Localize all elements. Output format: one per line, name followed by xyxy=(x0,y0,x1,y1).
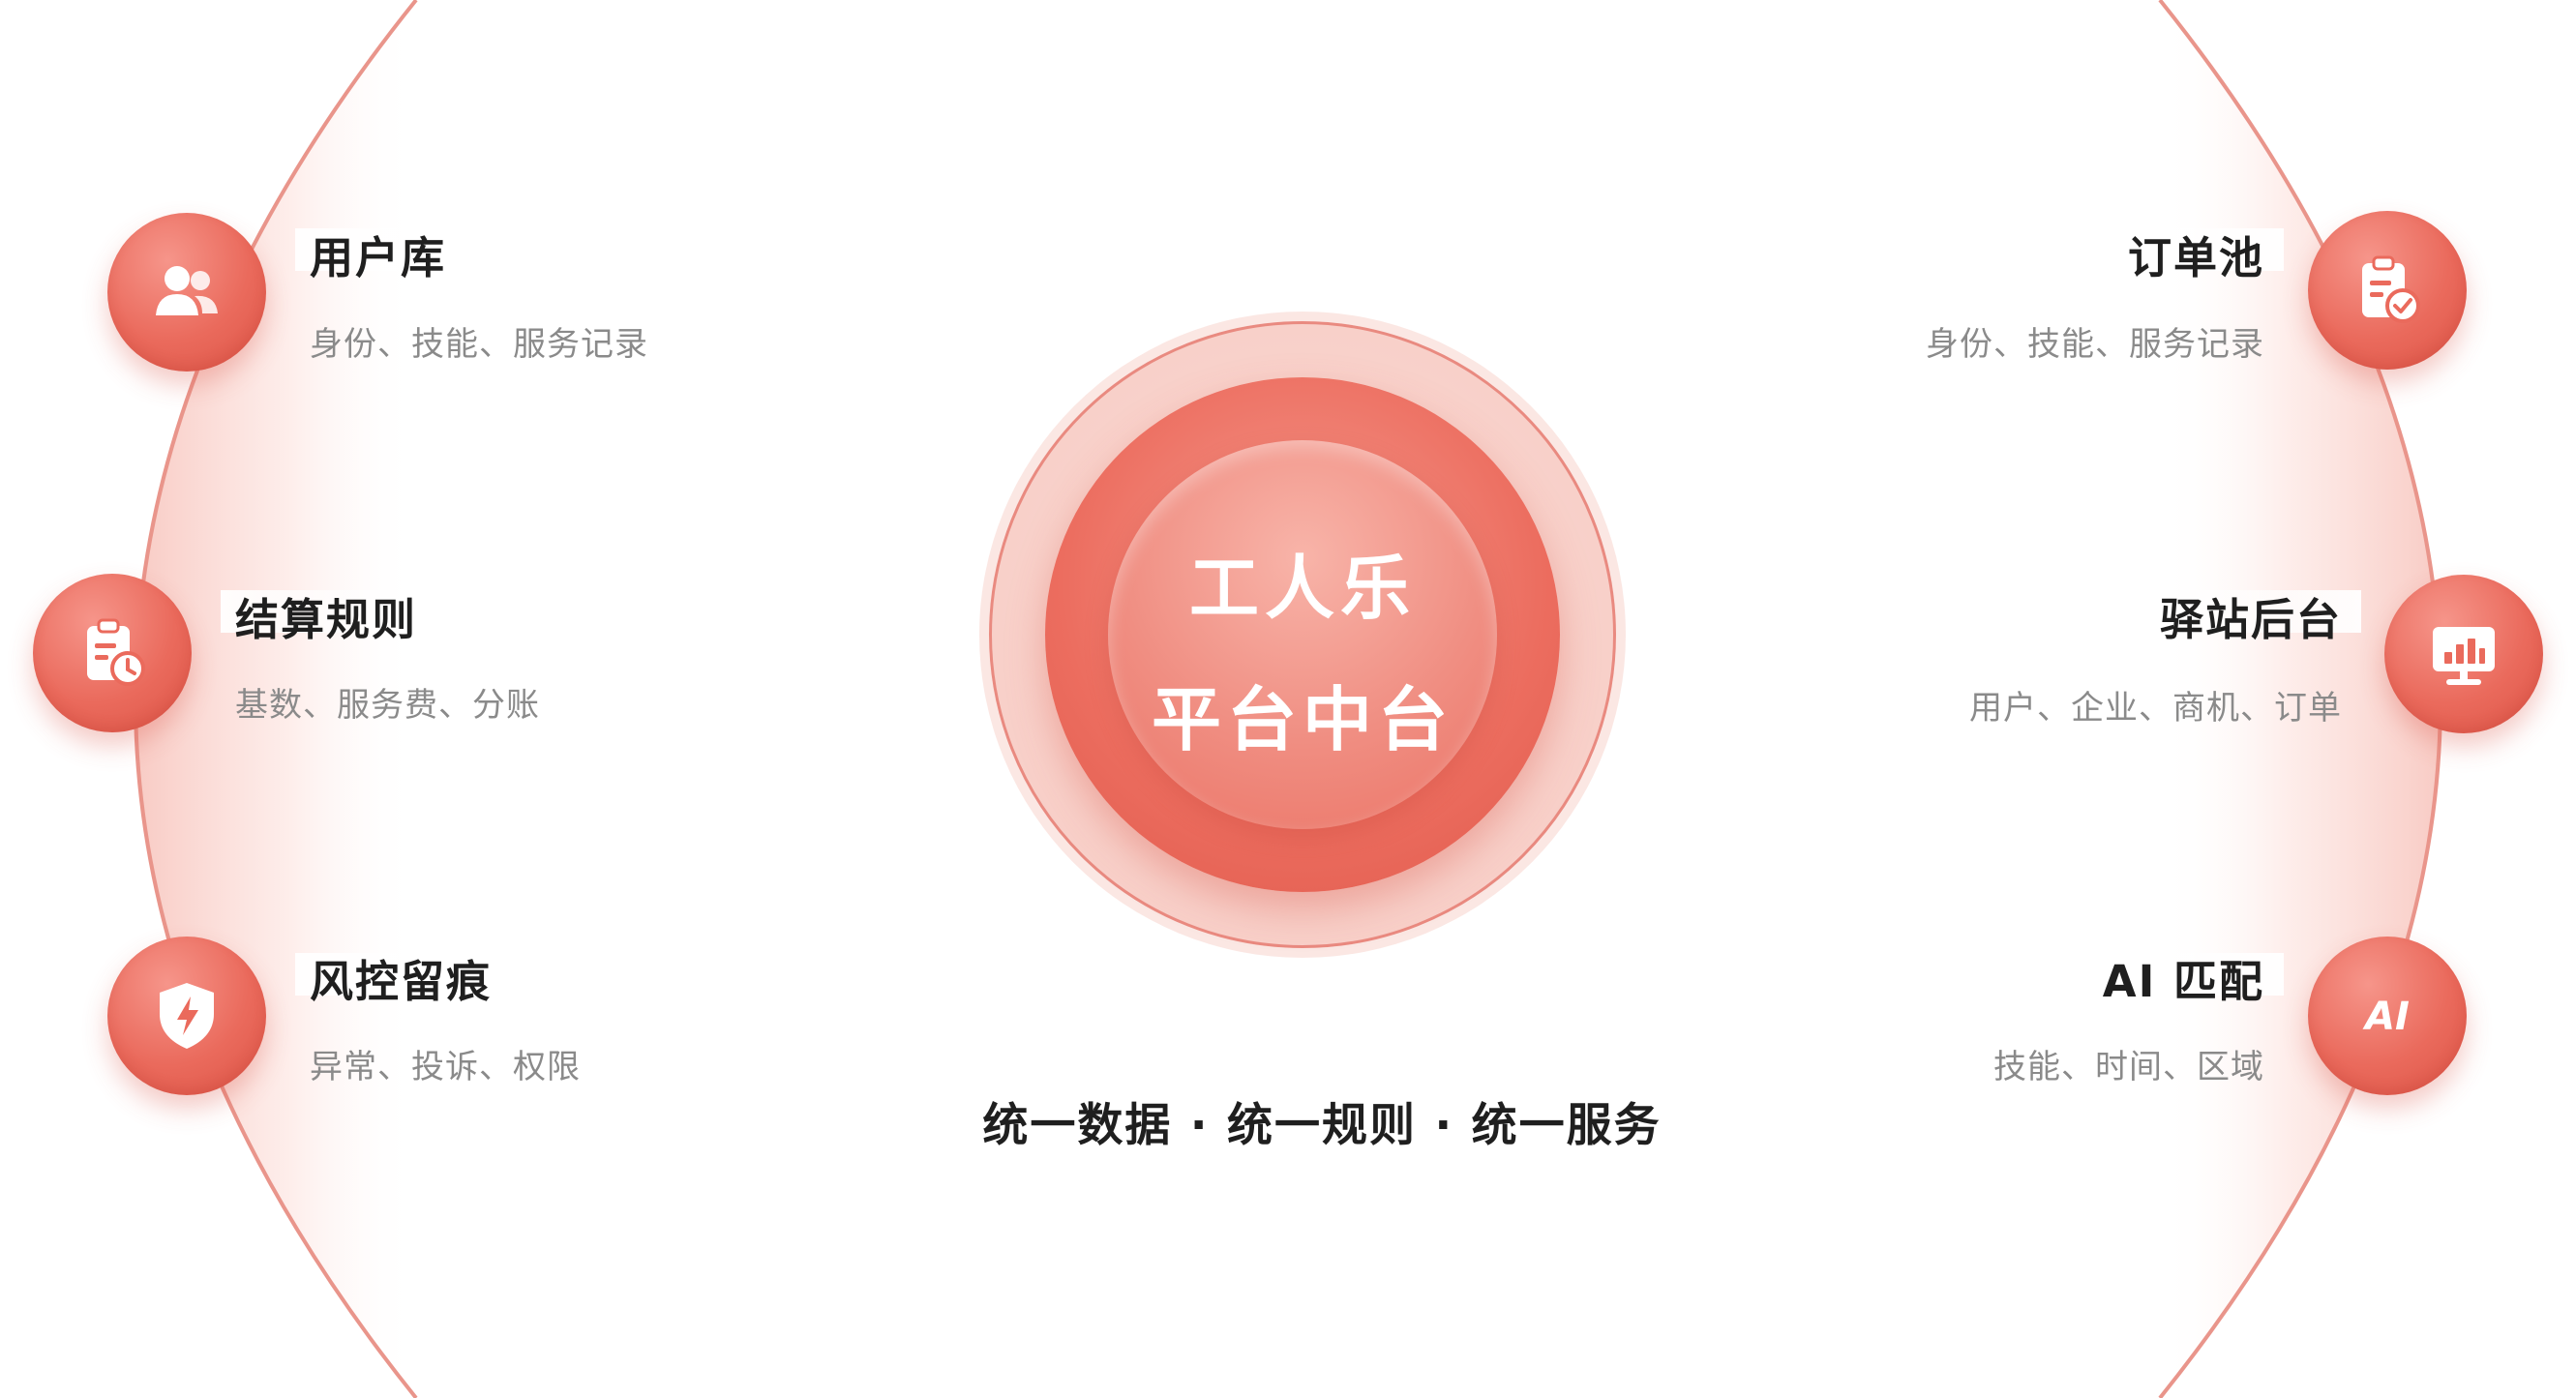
users-icon xyxy=(156,266,218,315)
center-title-line2: 平台中台 xyxy=(1151,679,1453,760)
settlement-node xyxy=(33,574,192,732)
settlement-title: 结算规则 xyxy=(235,594,418,645)
svg-text:AI: AI xyxy=(2362,995,2410,1039)
risk-band xyxy=(295,953,644,996)
order-pool-title: 订单池 xyxy=(2127,232,2264,283)
clipboard-check-icon xyxy=(2362,255,2420,323)
order-pool-band xyxy=(1926,228,2284,271)
station-admin-title: 驿站后台 xyxy=(2159,594,2342,645)
tagline: 统一数据 · 统一规则 · 统一服务 xyxy=(982,1099,1662,1152)
user-db-node xyxy=(107,213,266,372)
ai-icon: AI xyxy=(2362,995,2410,1039)
ai-match-band xyxy=(1926,953,2284,996)
risk-desc: 异常、投诉、权限 xyxy=(310,1048,581,1086)
station-admin-band xyxy=(2003,590,2361,633)
ai-match-title: AI 匹配 xyxy=(2102,956,2264,1007)
center-title-line1: 工人乐 xyxy=(1188,548,1416,629)
dashboard-chart-icon xyxy=(2433,627,2495,685)
order-pool-desc: 身份、技能、服务记录 xyxy=(1926,325,2264,364)
settlement-desc: 基数、服务费、分账 xyxy=(235,686,540,725)
risk-node xyxy=(107,937,266,1095)
ai-match-node: AI xyxy=(2308,937,2467,1095)
center-core xyxy=(1108,440,1497,829)
shield-bolt-icon xyxy=(160,983,214,1049)
user-db-title: 用户库 xyxy=(310,232,447,283)
order-pool-node xyxy=(2308,211,2467,370)
station-admin-desc: 用户、企业、商机、订单 xyxy=(1969,689,2342,728)
settlement-band xyxy=(221,590,569,633)
station-admin-node xyxy=(2384,575,2543,733)
user-db-desc: 身份、技能、服务记录 xyxy=(310,325,648,364)
clipboard-clock-icon xyxy=(87,618,145,686)
user-db-band xyxy=(295,228,644,271)
ai-match-desc: 技能、时间、区域 xyxy=(1993,1048,2264,1086)
risk-title: 风控留痕 xyxy=(310,956,493,1007)
